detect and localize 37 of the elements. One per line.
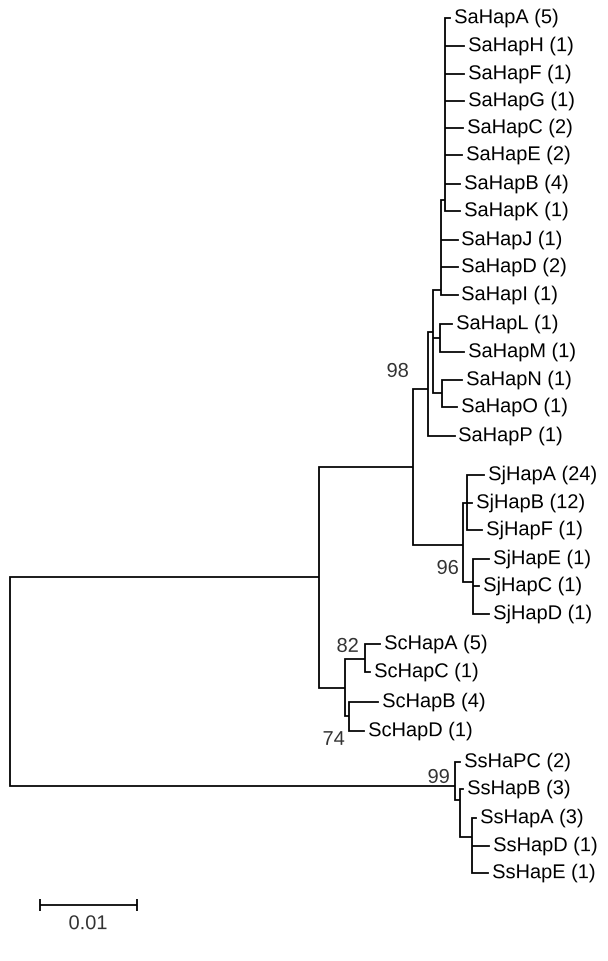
- taxon-label: ScHapD (1): [369, 722, 472, 740]
- taxon-label: SaHapD (2): [462, 258, 566, 276]
- taxon-label: SsHapD (1): [494, 836, 596, 856]
- taxon-label: SsHapB (3): [468, 780, 570, 798]
- taxon-label: SaHapK (1): [465, 202, 568, 220]
- taxon-label: SjHapC (1): [484, 576, 581, 596]
- taxon-label: SaHapN (1): [467, 370, 571, 390]
- taxon-label: SaHapL (1): [457, 314, 558, 334]
- bootstrap-value: 99: [428, 768, 449, 784]
- taxon-label: SjHapB (12): [477, 494, 584, 512]
- taxon-label: SaHapF (1): [469, 64, 570, 84]
- bootstrap-value: 96: [438, 560, 458, 574]
- taxon-label: SsHapA (3): [481, 808, 582, 828]
- scale-label: 0.01: [69, 915, 106, 930]
- taxon-label: SaHapC (2): [468, 118, 572, 138]
- taxon-label: SaHapI (1): [462, 286, 557, 304]
- bootstrap-value: 98: [388, 362, 408, 378]
- taxon-label: SaHapE (2): [467, 146, 570, 164]
- taxon-label: SaHapG (1): [469, 92, 574, 110]
- bootstrap-value: 74: [324, 731, 344, 745]
- taxon-label: SsHaPC (2): [465, 752, 570, 772]
- taxon-label: SaHapO (1): [462, 398, 567, 416]
- taxon-label: SaHapP (1): [459, 426, 562, 446]
- taxon-label: ScHapB (4): [383, 692, 484, 712]
- taxon-label: SaHapB (4): [465, 174, 568, 194]
- taxon-label: ScHapC (1): [375, 662, 478, 682]
- taxon-label: ScHapA (5): [385, 634, 486, 654]
- taxon-label: SjHapD (1): [494, 604, 591, 624]
- taxon-label: SjHapA (24): [489, 466, 596, 484]
- taxon-label: SjHapF (1): [487, 520, 582, 540]
- taxon-label: SaHapA (5): [455, 8, 558, 28]
- taxon-label: SsHapE (1): [493, 864, 594, 882]
- taxon-label: SaHapM (1): [469, 342, 575, 362]
- taxon-label: SaHapJ (1): [462, 230, 562, 250]
- taxon-label: SaHapH (1): [469, 36, 573, 56]
- taxon-label: SjHapE (1): [494, 550, 590, 568]
- bootstrap-value: 82: [337, 638, 358, 652]
